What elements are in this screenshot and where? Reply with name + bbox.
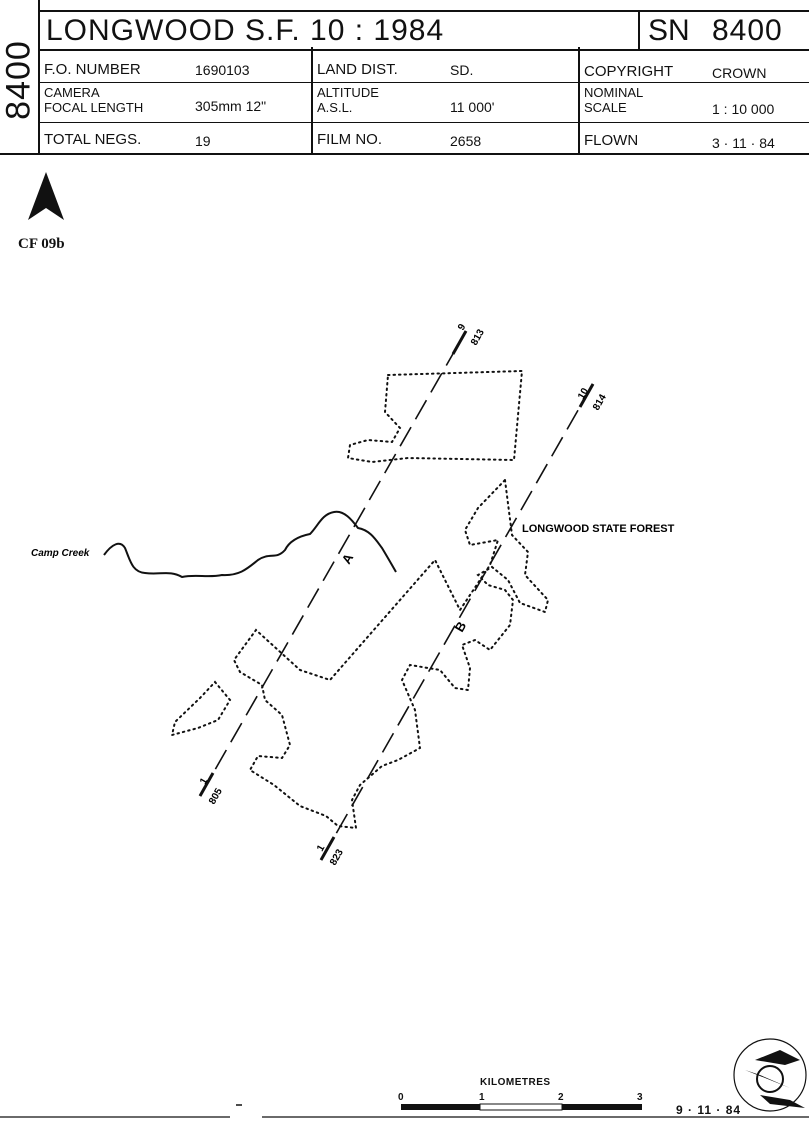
- scale-title: KILOMETRES: [480, 1077, 551, 1088]
- fo-number-label: F.O. NUMBER: [44, 61, 141, 78]
- grid-line: [38, 82, 809, 83]
- land-dist-label: LAND DIST.: [317, 61, 398, 78]
- scale-label: SCALE: [584, 100, 627, 115]
- run-b-start-number: 1: [315, 843, 328, 854]
- sn-label: SN: [648, 14, 690, 47]
- scale-bar: [401, 1103, 642, 1111]
- forest-label: LONGWOOD STATE FOREST: [522, 523, 675, 535]
- footer-date: 9 · 11 · 84: [676, 1103, 742, 1117]
- side-sheet-number: 8400: [0, 0, 40, 153]
- run-a-start-number: 1: [198, 776, 211, 787]
- run-b-end-photo: 814: [591, 392, 609, 412]
- copyright-value: CROWN: [712, 65, 767, 81]
- forest-boundary: [232, 477, 550, 830]
- flight-run-a: [199, 330, 467, 797]
- run-a-start-photo: 805: [207, 786, 225, 806]
- run-a-finish-end-mark: [451, 330, 468, 355]
- forest-boundary: [346, 369, 524, 464]
- flown-label: FLOWN: [584, 132, 639, 149]
- run-b-start-photo: 823: [328, 847, 346, 867]
- scale-tick: 0: [398, 1092, 404, 1103]
- scale-tick: 3: [637, 1092, 643, 1103]
- film-no-label: FILM NO.: [317, 131, 383, 148]
- title-block: 8400 LONGWOOD S.F. 10 : 1984 SN 8400 F.O…: [0, 0, 809, 155]
- north-label: N: [40, 215, 48, 227]
- camera-label: CAMERA: [44, 85, 100, 100]
- run-a-label: A: [339, 550, 357, 566]
- total-negs-label: TOTAL NEGS.: [44, 131, 142, 148]
- altitude-label: ALTITUDE: [317, 85, 379, 100]
- total-negs-value: 19: [195, 133, 211, 149]
- land-dist-value: SD.: [450, 62, 474, 78]
- run-a-end-number: 9: [456, 322, 469, 333]
- focal-length-label: FOCAL LENGTH: [44, 100, 144, 115]
- copyright-label: COPYRIGHT: [584, 63, 674, 80]
- grid-line: [311, 47, 313, 153]
- scale-tick: 1: [479, 1092, 485, 1103]
- nominal-label: NOMINAL: [584, 85, 644, 100]
- run-b-finish-end-mark: [578, 383, 595, 408]
- run-b-end-number: 10: [576, 386, 591, 402]
- nz-aerial-mapping-logo: [733, 1038, 807, 1112]
- scale-value: 1 : 10 000: [712, 101, 775, 117]
- run-a-end-photo: 813: [469, 327, 487, 347]
- focal-length-value: 305mm 12": [195, 98, 267, 114]
- sn-number: 8400: [712, 14, 783, 47]
- altitude-value: 11 000': [450, 99, 495, 115]
- film-no-value: 2658: [450, 133, 482, 149]
- grid-line: [38, 122, 809, 123]
- run-b-label: B: [452, 619, 470, 635]
- run-b-start-end-mark: [319, 836, 336, 861]
- sheet-code: CF 09b: [18, 236, 65, 252]
- scale-tick: 2: [558, 1092, 564, 1103]
- forest-boundary: [170, 680, 232, 737]
- flown-value: 3 · 11 · 84: [712, 135, 775, 151]
- camp-creek: [103, 510, 397, 579]
- north-arrow-icon: N: [28, 172, 64, 227]
- sheet-title: LONGWOOD S.F. 10 : 1984: [46, 14, 445, 47]
- run-a-start-end-mark: [198, 772, 215, 797]
- title-row: LONGWOOD S.F. 10 : 1984 SN 8400: [38, 10, 809, 51]
- grid-line: [578, 47, 580, 153]
- sn-box: SN 8400: [638, 12, 809, 49]
- creek-label: Camp Creek: [31, 548, 90, 559]
- asl-label: A.S.L.: [317, 100, 353, 115]
- fo-number-value: 1690103: [195, 62, 250, 78]
